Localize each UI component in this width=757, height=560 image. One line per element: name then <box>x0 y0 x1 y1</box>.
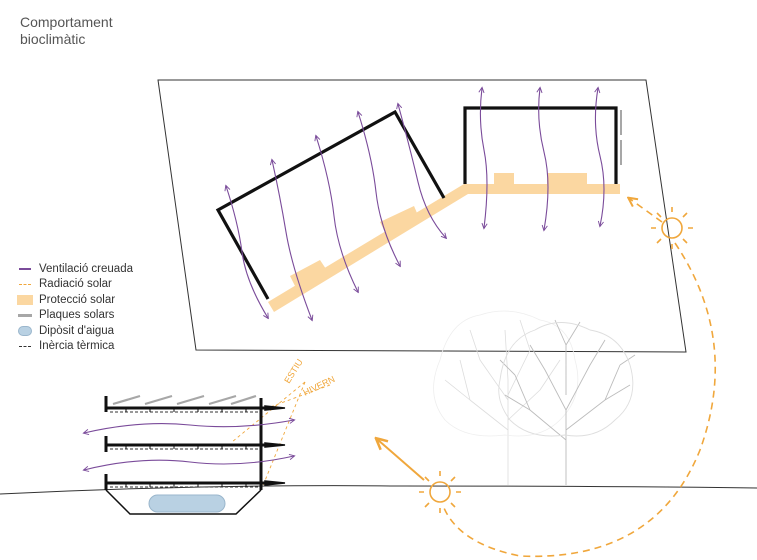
building-section <box>104 394 286 515</box>
legend-item-thermal-inertia: Inèrcia tèrmica <box>17 339 133 355</box>
legend-item-ventilation: Ventilació creuada <box>17 261 133 277</box>
legend-label: Plaques solars <box>39 309 115 322</box>
legend-item-solar-panels: Plaques solars <box>17 308 133 324</box>
peach-block-icon <box>17 294 33 306</box>
water-tank-icon <box>17 325 33 337</box>
thermal-inertia-lines <box>110 411 258 488</box>
legend-item-solar-radiation: Radiació solar <box>17 277 133 293</box>
legend-label: Radiació solar <box>39 278 112 291</box>
winter-label: HIVERN <box>301 374 336 398</box>
orange-dash-icon <box>17 278 33 290</box>
black-dash-icon <box>17 340 33 352</box>
legend-label: Protecció solar <box>39 293 116 306</box>
legend-label: Inèrcia tèrmica <box>39 340 115 353</box>
basement-outline <box>105 489 262 515</box>
solar-radiation-arc <box>443 242 717 558</box>
legend-item-water-tank: Dipòsit d'aigua <box>17 323 133 339</box>
legend-label: Ventilació creuada <box>39 262 133 275</box>
summer-label: ESTIU <box>282 357 305 385</box>
solar-panels-section <box>112 394 257 406</box>
water-tank-icon <box>148 494 226 513</box>
tree-front <box>498 319 636 485</box>
site-plan-outline <box>157 79 687 353</box>
sun-icon-plan <box>651 207 693 249</box>
cross-ventilation-arrows-plan <box>226 88 605 320</box>
page-title: Comportament bioclimàtic <box>20 14 113 48</box>
legend: Ventilació creuada Radiació solar Protec… <box>17 261 133 354</box>
title-line-1: Comportament <box>20 14 113 30</box>
solar-radiation-ray-section <box>378 440 425 481</box>
ground-line <box>0 485 757 495</box>
title-line-2: bioclimàtic <box>20 31 86 47</box>
legend-item-solar-protection: Protecció solar <box>17 292 133 308</box>
building-walls <box>215 106 618 300</box>
cross-ventilation-arrows-section <box>84 420 294 470</box>
solar-protection-band <box>268 173 620 312</box>
grey-line-icon <box>17 309 33 321</box>
section-ticks <box>125 408 247 487</box>
solar-radiation-ray-plan <box>630 199 663 223</box>
sun-icon-section <box>419 471 461 513</box>
tree-back <box>433 310 579 485</box>
legend-label: Dipòsit d'aigua <box>39 324 115 337</box>
purple-line-icon <box>17 263 33 275</box>
